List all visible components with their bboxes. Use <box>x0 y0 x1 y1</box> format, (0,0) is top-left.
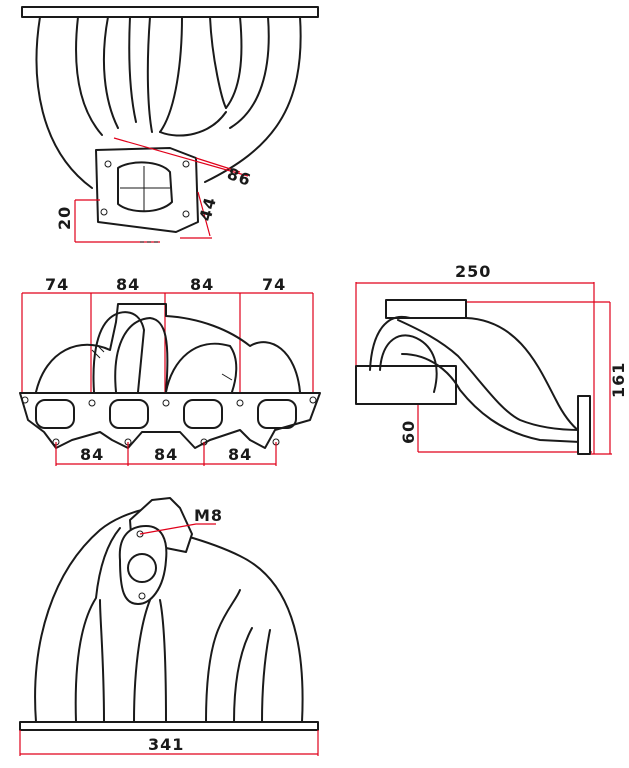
front-view-port-3 <box>183 399 223 429</box>
side-view-runner-bend <box>379 334 438 393</box>
dim-label-250: 250 <box>455 262 491 281</box>
front-view-body-outline <box>35 303 301 393</box>
side-view-pipe-lower <box>401 353 581 443</box>
dim-label-84-mid-right: 84 <box>190 275 214 294</box>
dim-label-84-b: 84 <box>154 445 178 464</box>
dim-line-20 <box>74 199 160 243</box>
top-view-bolt-hole <box>182 160 190 168</box>
bottom-view-runner-6 <box>233 627 253 723</box>
dim-label-84-c: 84 <box>228 445 252 464</box>
top-view-runner-2-inner <box>128 16 137 123</box>
top-view-bolt-hole <box>100 208 108 216</box>
bottom-view-outlet-bore <box>127 553 157 583</box>
bottom-view-outlet-flange <box>118 525 168 605</box>
dim-label-74-left: 74 <box>45 275 69 294</box>
bottom-view-runner-2 <box>99 599 105 723</box>
front-view-bolt-hole <box>21 396 29 404</box>
front-view-bolt-hole <box>88 399 96 407</box>
dim-label-84-mid-left: 84 <box>116 275 140 294</box>
bottom-view-bolt-hole <box>138 592 146 600</box>
dim-line-86 <box>113 137 249 177</box>
front-view-runner-right <box>165 342 238 393</box>
front-view-port-1 <box>35 399 75 429</box>
dim-line-161 <box>466 301 612 455</box>
front-view: 74 84 84 74 84 84 84 <box>19 275 321 466</box>
dim-label-341: 341 <box>148 735 184 754</box>
bottom-view-runner-3 <box>133 599 151 723</box>
front-view-port-flange <box>19 392 321 449</box>
top-view-runner-2 <box>102 16 119 129</box>
dim-line-341 <box>19 730 319 756</box>
front-view-bolt-hole <box>236 399 244 407</box>
top-view-runner-3 <box>146 16 153 133</box>
dim-label-84-a: 84 <box>80 445 104 464</box>
side-view-pipe-upper <box>397 319 581 431</box>
front-view-weld-bead <box>91 343 233 381</box>
top-view-head-flange <box>21 6 319 18</box>
top-view-runner-1 <box>35 16 93 189</box>
dim-label-20: 20 <box>55 206 74 230</box>
side-view-collector <box>369 315 581 433</box>
bottom-view-runner-7 <box>261 629 271 723</box>
front-view-port-2 <box>109 399 149 429</box>
top-view-runner-5 <box>229 16 270 129</box>
top-view: 86 44 20 <box>21 6 319 243</box>
top-view-runner-6 <box>204 16 302 183</box>
dim-label-44: 44 <box>196 195 221 223</box>
top-view-bolt-hole <box>182 210 190 218</box>
dim-line-44 <box>180 191 212 239</box>
bottom-view-runner-1 <box>74 527 121 723</box>
top-view-port-divider <box>120 166 170 212</box>
side-view-head-flange <box>355 365 457 405</box>
bottom-view-outer-left <box>34 507 151 723</box>
bottom-view-head-flange <box>19 721 319 731</box>
top-view-collector <box>159 111 227 137</box>
dim-label-m8: M8 <box>194 506 223 525</box>
top-view-turbo-flange <box>95 147 199 233</box>
top-view-bolt-hole <box>104 160 112 168</box>
dim-label-60: 60 <box>399 420 418 444</box>
dim-label-161: 161 <box>609 362 628 398</box>
top-view-runner-3-inner <box>159 16 183 133</box>
front-view-bolt-hole <box>309 396 317 404</box>
dim-line-60 <box>417 402 592 453</box>
bottom-view-runner-4 <box>159 599 167 723</box>
front-view-bolt-hole <box>162 399 170 407</box>
bottom-view-outer-right <box>185 535 304 723</box>
dim-label-86: 86 <box>225 164 254 190</box>
side-view-outlet-flange <box>577 395 591 455</box>
top-view-runner-4-inner <box>225 16 243 109</box>
top-view-runner-1-inner <box>75 16 103 136</box>
dim-label-74-right: 74 <box>262 275 286 294</box>
top-view-runner-4 <box>209 16 227 109</box>
side-view: 250 161 60 <box>355 262 628 455</box>
side-view-turbo-flange-top <box>385 299 467 319</box>
front-view-runner-mid <box>114 317 169 393</box>
bottom-view: M8 341 <box>19 497 319 756</box>
front-view-port-4 <box>257 399 297 429</box>
dim-line-ports-bottom <box>55 442 277 466</box>
dim-leader-m8 <box>139 523 216 535</box>
top-view-turbo-port <box>117 161 173 213</box>
bottom-view-runner-5 <box>205 589 241 723</box>
